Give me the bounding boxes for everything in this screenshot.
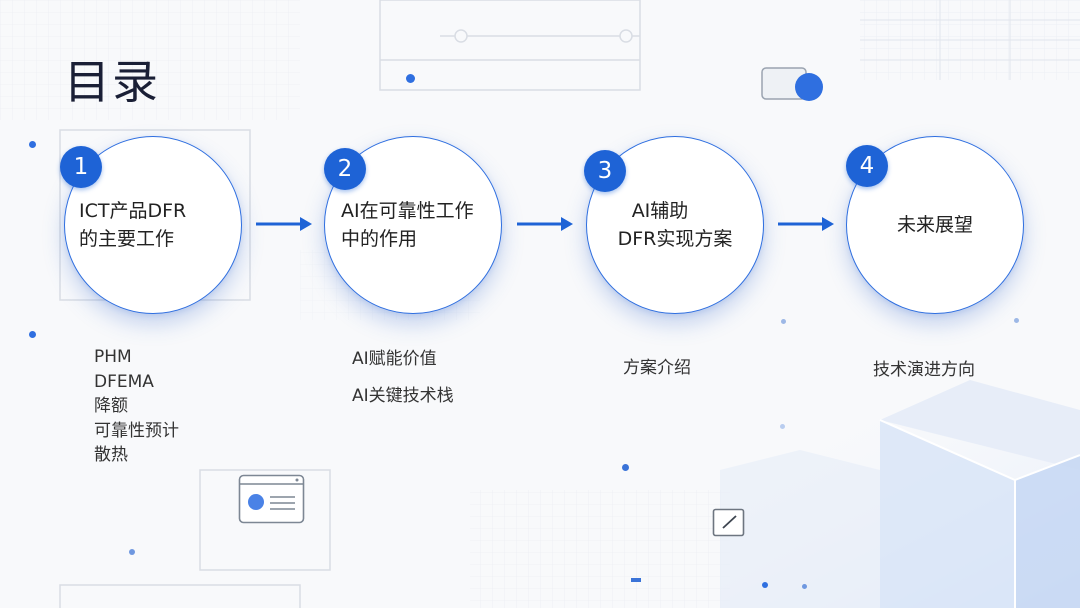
- list-item: 方案介绍: [623, 358, 691, 378]
- step-3-line-1: AI辅助: [631, 200, 689, 222]
- arrow-right-icon: [256, 217, 312, 231]
- step-3-subitems: 方案介绍: [623, 356, 691, 381]
- list-item: DFEMA: [94, 371, 154, 392]
- decor-dot: [780, 424, 785, 429]
- step-1-subitems: PHM DFEMA 降额 可靠性预计 散热: [94, 345, 179, 468]
- decor-dot: [762, 582, 768, 588]
- step-1-number-badge: 1: [60, 146, 102, 188]
- decor-dot: [29, 141, 36, 148]
- step-1-line-2: 的主要工作: [79, 228, 175, 250]
- step-2-number-badge: 2: [324, 148, 366, 190]
- decor-dot: [129, 549, 135, 555]
- decor-dot: [1014, 318, 1019, 323]
- step-3-line-2: DFR实现方案: [617, 228, 733, 250]
- list-item: 散热: [94, 445, 128, 465]
- decor-dot: [29, 331, 36, 338]
- list-item: AI关键技术栈: [352, 385, 454, 406]
- decor-dash: [631, 578, 641, 582]
- list-item: AI赋能价值: [352, 349, 437, 369]
- step-4-line-1: 未来展望: [896, 214, 973, 236]
- page-title: 目录: [64, 55, 160, 109]
- step-2-text: AI在可靠性工作 中的作用: [325, 197, 501, 253]
- step-1-line-1: ICT产品DFR: [79, 200, 187, 222]
- list-item: 技术演进方向: [873, 360, 975, 380]
- step-4-number-badge: 4: [846, 145, 888, 187]
- step-2-line-1: AI在可靠性工作: [341, 200, 474, 222]
- decor-dot: [406, 74, 415, 83]
- list-item: 降额: [94, 396, 128, 416]
- step-3-text: AI辅助 DFR实现方案: [587, 197, 763, 253]
- list-item: 可靠性预计: [94, 420, 179, 441]
- browser-window-icon: [238, 474, 305, 524]
- step-4-text: 未来展望: [847, 211, 1023, 239]
- step-2-line-2: 中的作用: [341, 228, 418, 250]
- decor-dot: [622, 464, 629, 471]
- step-3-number-badge: 3: [584, 150, 626, 192]
- arrow-right-icon: [517, 217, 573, 231]
- toggle-switch-icon: [761, 67, 823, 101]
- decor-dot: [802, 584, 807, 589]
- arrow-right-icon: [778, 217, 834, 231]
- list-item: PHM: [94, 347, 132, 367]
- decor-dot: [781, 319, 786, 324]
- step-1-text: ICT产品DFR 的主要工作: [65, 197, 241, 253]
- step-4-subitems: 技术演进方向: [873, 358, 975, 383]
- step-2-subitems: AI赋能价值 AI关键技术栈: [352, 347, 454, 420]
- edit-box-icon: [712, 508, 745, 537]
